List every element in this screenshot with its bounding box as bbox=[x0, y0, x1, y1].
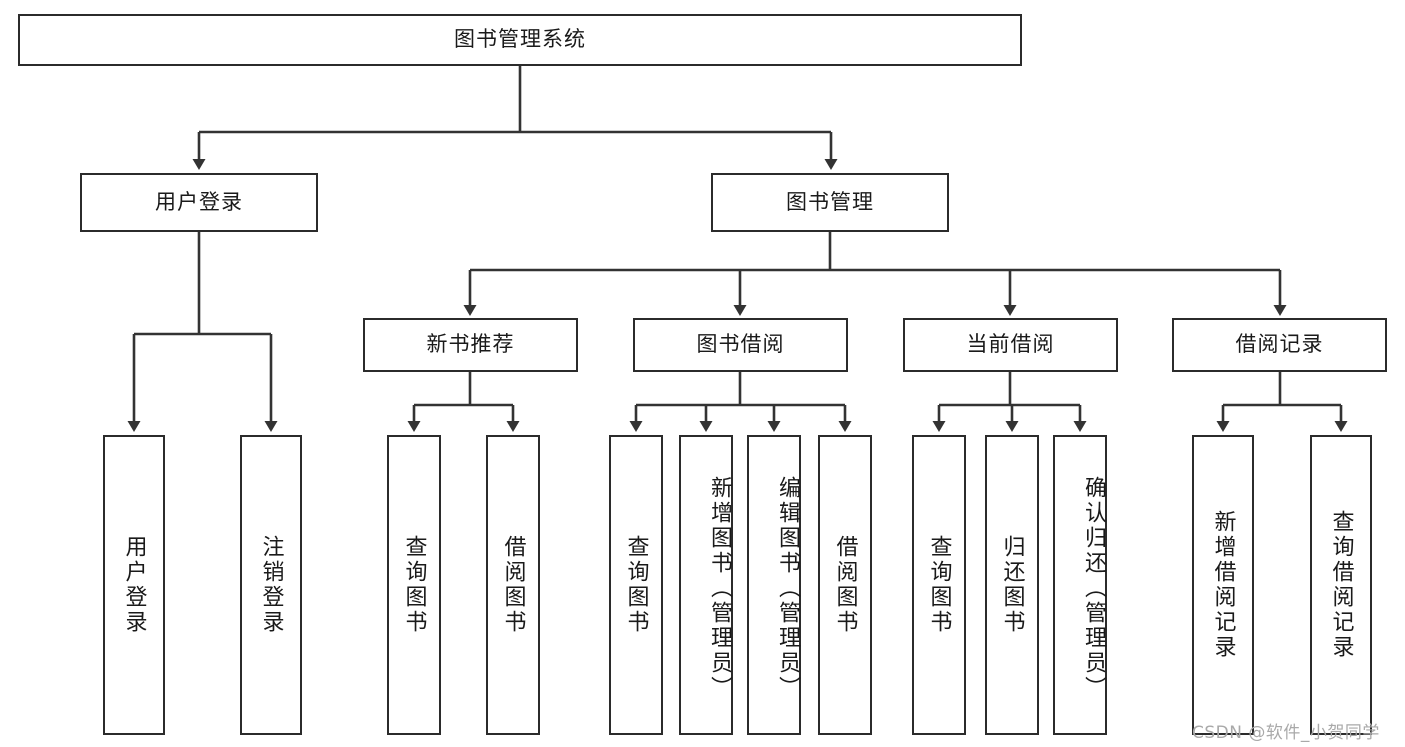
node-label: 新书推荐 bbox=[426, 332, 515, 357]
node-label: 用户登录 bbox=[155, 189, 243, 214]
leaf-query-books-current[interactable]: 查询图书 bbox=[912, 435, 966, 735]
node-current-borrow[interactable]: 当前借阅 bbox=[903, 318, 1118, 372]
leaf-query-books-borrow[interactable]: 查询图书 bbox=[609, 435, 663, 735]
node-label: 图书借阅 bbox=[696, 332, 785, 357]
node-label: 新增图书（管理员） bbox=[707, 475, 732, 701]
node-label: 查询图书 bbox=[926, 535, 952, 635]
node-label: 用户登录 bbox=[121, 535, 147, 635]
node-new-book-recommend[interactable]: 新书推荐 bbox=[363, 318, 578, 372]
node-book-borrow[interactable]: 图书借阅 bbox=[633, 318, 848, 372]
leaf-user-logout[interactable]: 注销登录 bbox=[240, 435, 302, 735]
node-label: 图书管理系统 bbox=[454, 27, 586, 52]
node-label: 编辑图书（管理员） bbox=[775, 475, 800, 701]
leaf-user-login[interactable]: 用户登录 bbox=[103, 435, 165, 735]
node-borrow-records[interactable]: 借阅记录 bbox=[1172, 318, 1387, 372]
node-label: 新增借阅记录 bbox=[1210, 510, 1236, 660]
node-label: 查询图书 bbox=[623, 535, 649, 635]
node-label: 当前借阅 bbox=[966, 332, 1055, 357]
node-label: 借阅图书 bbox=[832, 535, 858, 635]
node-label: 借阅图书 bbox=[500, 535, 526, 635]
leaf-borrow-books-recommend[interactable]: 借阅图书 bbox=[486, 435, 540, 735]
leaf-add-book-admin[interactable]: 新增图书（管理员） bbox=[679, 435, 733, 735]
node-user-login[interactable]: 用户登录 bbox=[80, 173, 318, 232]
node-label: 查询图书 bbox=[401, 535, 427, 635]
node-label: 查询借阅记录 bbox=[1328, 510, 1354, 660]
leaf-borrow-books[interactable]: 借阅图书 bbox=[818, 435, 872, 735]
node-label: 确认归还（管理员） bbox=[1081, 475, 1106, 701]
leaf-confirm-return-admin[interactable]: 确认归还（管理员） bbox=[1053, 435, 1107, 735]
leaf-query-borrow-record[interactable]: 查询借阅记录 bbox=[1310, 435, 1372, 735]
leaf-add-borrow-record[interactable]: 新增借阅记录 bbox=[1192, 435, 1254, 735]
node-book-management[interactable]: 图书管理 bbox=[711, 173, 949, 232]
leaf-edit-book-admin[interactable]: 编辑图书（管理员） bbox=[747, 435, 801, 735]
node-label: 借阅记录 bbox=[1235, 332, 1324, 357]
leaf-return-books[interactable]: 归还图书 bbox=[985, 435, 1039, 735]
node-label: 归还图书 bbox=[999, 535, 1025, 635]
node-root-system[interactable]: 图书管理系统 bbox=[18, 14, 1022, 66]
leaf-query-books-recommend[interactable]: 查询图书 bbox=[387, 435, 441, 735]
node-label: 注销登录 bbox=[258, 535, 284, 635]
node-label: 图书管理 bbox=[786, 189, 874, 214]
